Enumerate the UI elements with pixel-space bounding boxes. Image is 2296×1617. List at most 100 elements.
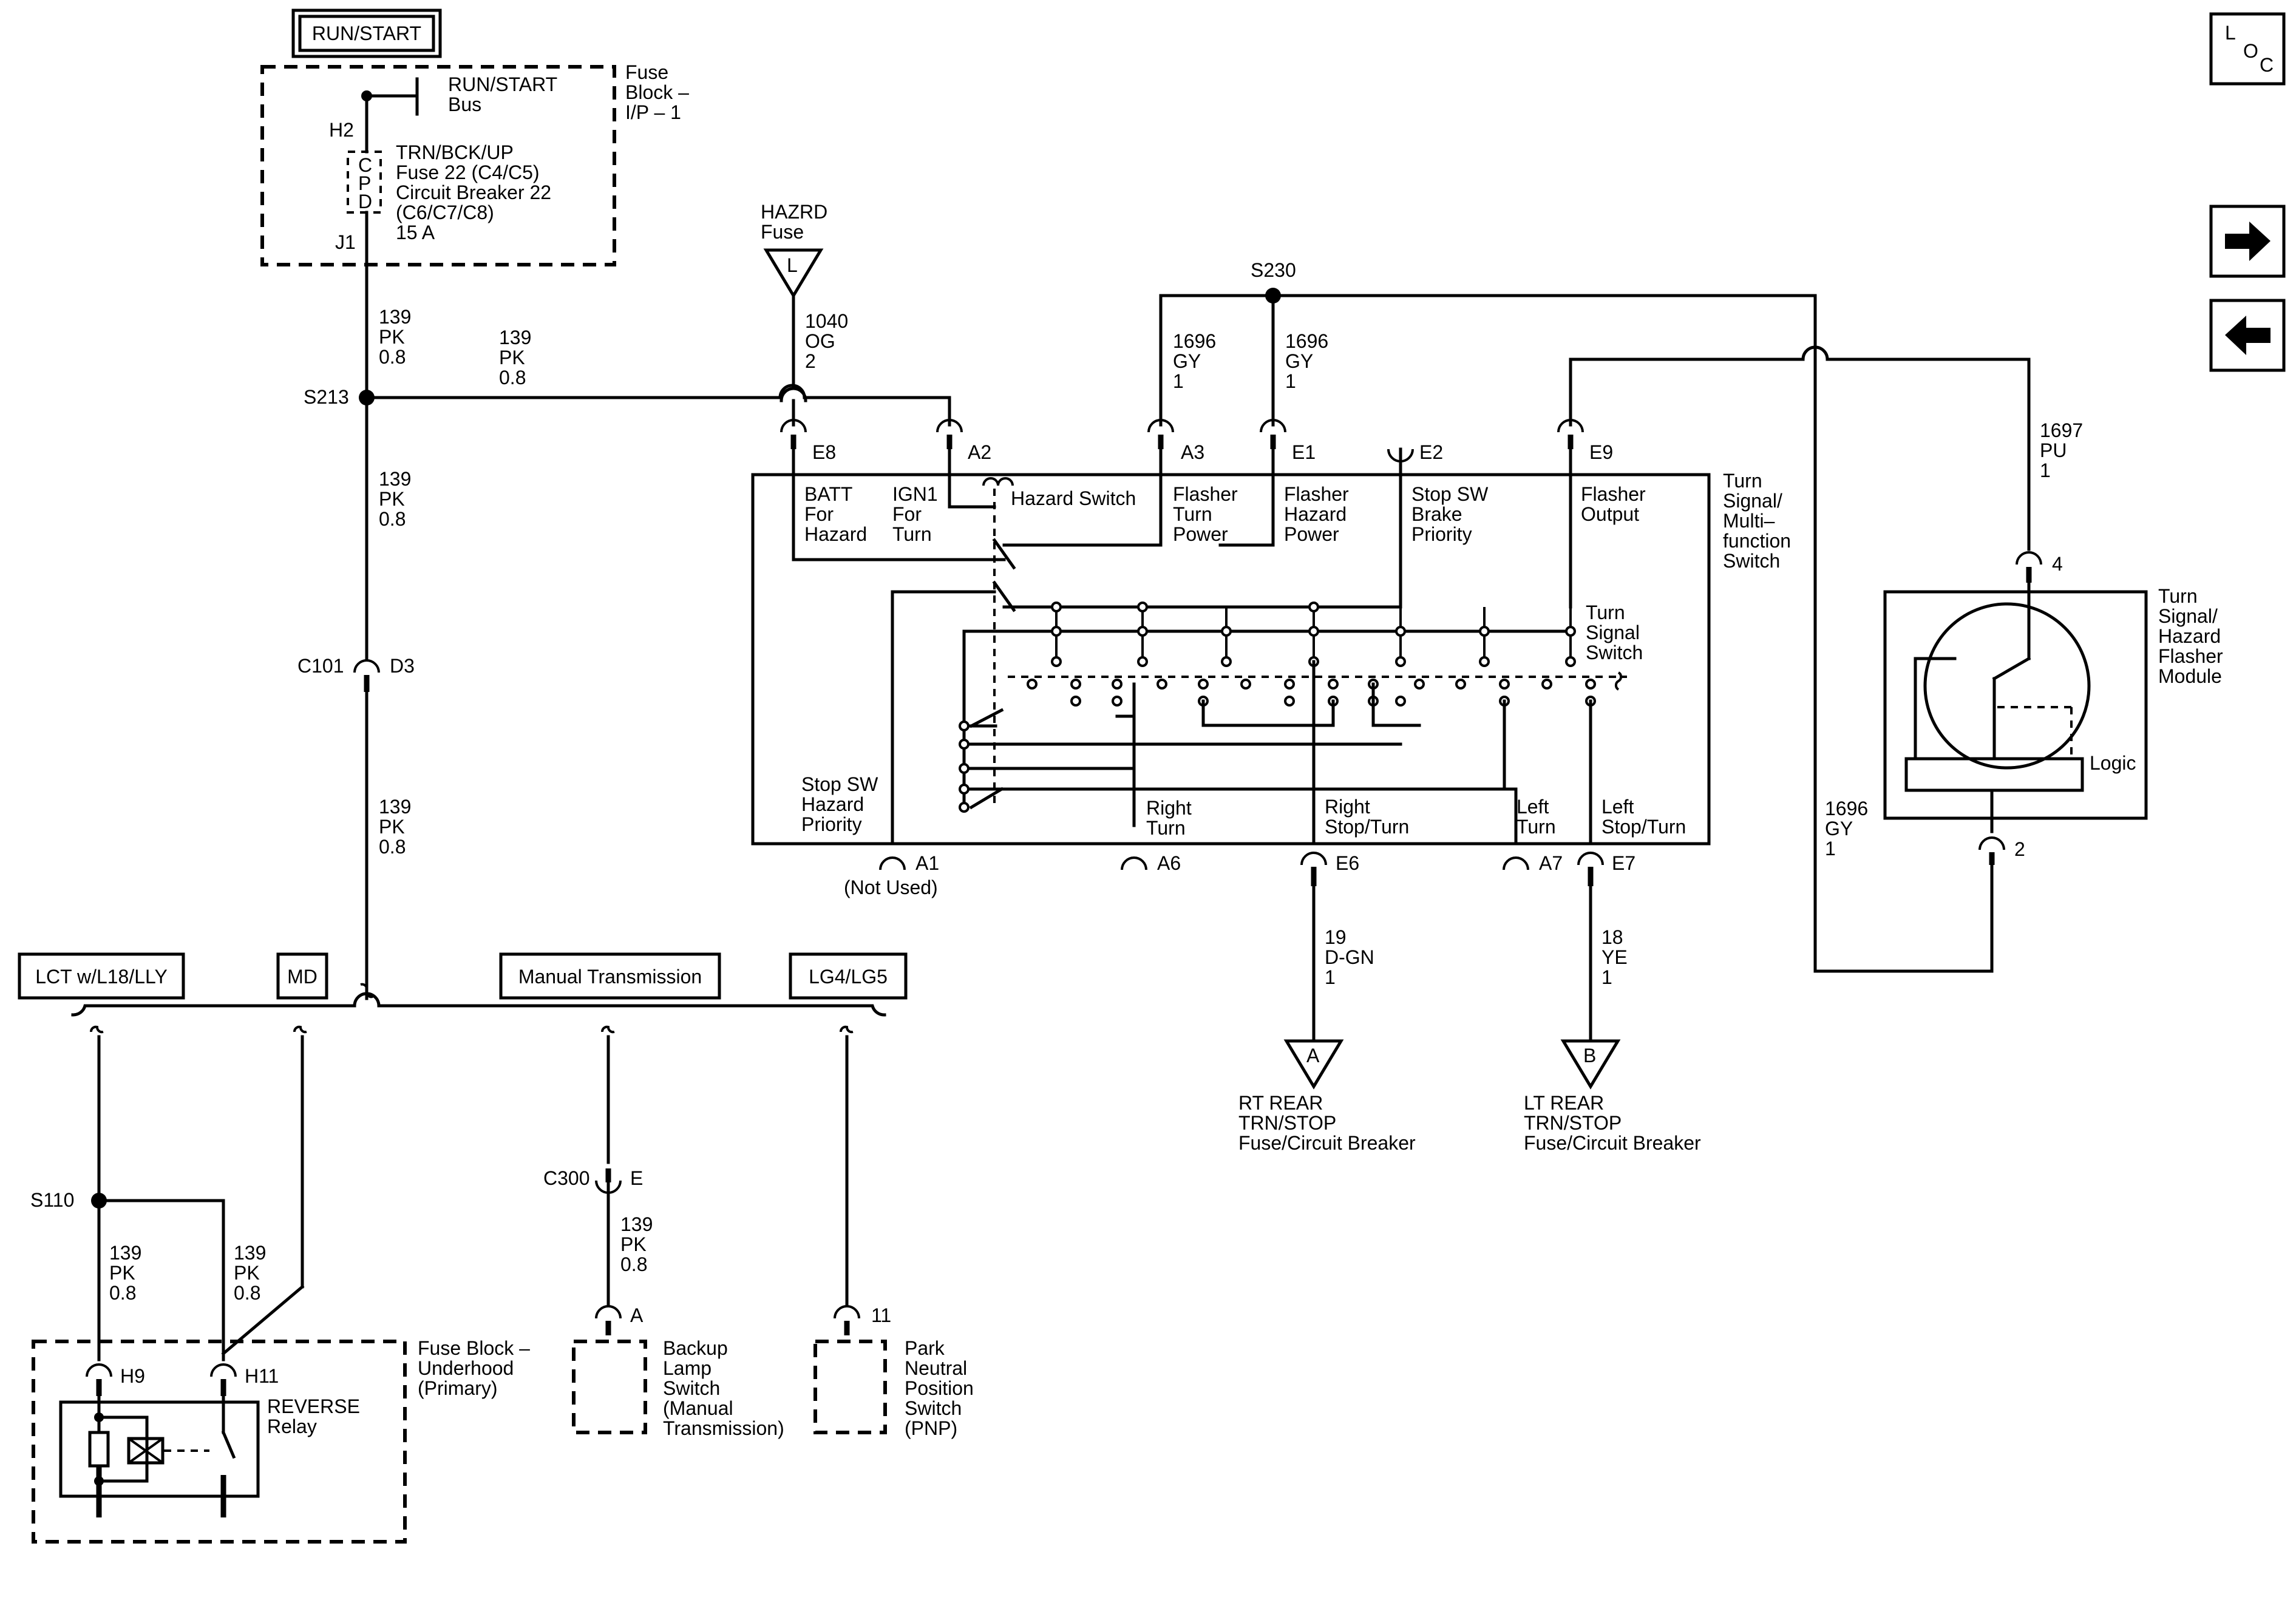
svg-text:C101: C101 — [297, 655, 344, 677]
svg-text:Stop/Turn: Stop/Turn — [1601, 816, 1686, 838]
svg-text:Turn: Turn — [1517, 816, 1556, 838]
svg-text:OG: OG — [805, 330, 835, 352]
svg-text:J1: J1 — [335, 231, 356, 253]
svg-text:Switch: Switch — [1723, 550, 1780, 572]
svg-text:1696: 1696 — [1285, 330, 1328, 352]
svg-text:Fuse 22 (C4/C5): Fuse 22 (C4/C5) — [396, 161, 540, 183]
svg-text:0.8: 0.8 — [234, 1282, 260, 1304]
svg-text:0.8: 0.8 — [379, 346, 406, 368]
svg-text:Relay: Relay — [267, 1415, 317, 1437]
wire-label-139-d: 139 PK 0.8 — [379, 796, 411, 858]
option-md-label: MD — [287, 966, 318, 988]
arrow-left-icon — [2225, 316, 2271, 355]
svg-text:Flasher: Flasher — [1581, 483, 1646, 505]
svg-text:PK: PK — [499, 347, 525, 368]
svg-text:TRN/BCK/UP: TRN/BCK/UP — [396, 141, 514, 163]
svg-text:139: 139 — [620, 1213, 653, 1235]
svg-text:Backup: Backup — [663, 1337, 728, 1359]
svg-text:Output: Output — [1581, 503, 1639, 525]
run-start-title-box: RUN/START — [291, 8, 442, 58]
svg-text:E1: E1 — [1292, 441, 1316, 463]
svg-text:B: B — [1583, 1045, 1596, 1066]
wire-label-1696-c: 1696 GY 1 — [1825, 798, 1868, 859]
svg-text:A3: A3 — [1181, 441, 1204, 463]
svg-text:Brake: Brake — [1411, 503, 1462, 525]
wire-label-139-a: 139 PK 0.8 — [379, 306, 411, 368]
next-page-button[interactable] — [2209, 205, 2286, 278]
svg-text:1: 1 — [2040, 459, 2051, 481]
wire-label-19: 19 D-GN 1 — [1325, 926, 1374, 988]
svg-text:1: 1 — [1601, 966, 1612, 988]
svg-text:Turn: Turn — [892, 523, 932, 545]
svg-text:(PNP): (PNP) — [905, 1417, 957, 1439]
output-a-rt-rear: A RT REAR TRN/STOP Fuse/Circuit Breaker — [1238, 1039, 1416, 1154]
svg-text:Flasher: Flasher — [1173, 483, 1238, 505]
turn-signal-hazard-flasher-module: Turn Signal/ Hazard Flasher Module 4 Log… — [1883, 551, 2223, 865]
svg-text:E9: E9 — [1589, 441, 1613, 463]
svg-text:1696: 1696 — [1173, 330, 1216, 352]
splice-s230-label: S230 — [1251, 259, 1296, 281]
svg-text:0.8: 0.8 — [620, 1253, 647, 1275]
svg-text:Left: Left — [1517, 796, 1549, 818]
wire-label-1696-a: 1696 GY 1 — [1173, 330, 1216, 392]
svg-text:Multi–: Multi– — [1723, 510, 1775, 532]
wire-label-139-b: 139 PK 0.8 — [499, 327, 531, 388]
wire-label-1696-b: 1696 GY 1 — [1285, 330, 1328, 392]
run-start-title: RUN/START — [312, 22, 421, 44]
svg-text:HAZRD: HAZRD — [761, 201, 827, 223]
svg-text:0.8: 0.8 — [499, 367, 526, 388]
svg-text:Stop SW: Stop SW — [801, 773, 878, 795]
svg-text:Priority: Priority — [801, 813, 862, 835]
svg-text:Bus: Bus — [448, 93, 481, 115]
connector-c300: C300 E — [543, 1167, 643, 1194]
svg-text:139: 139 — [379, 468, 411, 490]
wire-label-139-c: 139 PK 0.8 — [379, 468, 411, 530]
svg-text:Right: Right — [1325, 796, 1370, 818]
svg-text:TRN/STOP: TRN/STOP — [1238, 1112, 1336, 1134]
option-manual-label: Manual Transmission — [518, 966, 702, 988]
svg-text:A: A — [1306, 1045, 1320, 1066]
svg-text:GY: GY — [1285, 350, 1313, 372]
not-used-label: (Not Used) — [844, 876, 938, 898]
splice-s213-label: S213 — [304, 386, 349, 408]
wire-label-1697: 1697 PU 1 — [2040, 419, 2083, 481]
loc-button[interactable]: L O C — [2209, 12, 2286, 86]
wire-label-139-s110-right: 139 PK 0.8 — [234, 1242, 266, 1304]
svg-text:L: L — [787, 254, 798, 276]
fuse-block-ip: Fuse Block – I/P – 1 RUN/START Bus H2 J1… — [260, 61, 689, 266]
svg-text:2: 2 — [2014, 838, 2025, 860]
svg-text:D: D — [358, 191, 372, 212]
svg-text:Park: Park — [905, 1337, 945, 1359]
svg-text:139: 139 — [379, 796, 411, 818]
svg-text:PU: PU — [2040, 439, 2067, 461]
svg-text:Turn: Turn — [1173, 503, 1212, 525]
svg-text:Switch: Switch — [1586, 642, 1643, 663]
svg-text:Block –: Block – — [625, 81, 689, 103]
svg-text:Right: Right — [1146, 797, 1192, 819]
option-bus: LCT w/L18/LLY MD Manual Transmission LG4… — [18, 952, 908, 1034]
svg-text:18: 18 — [1601, 926, 1623, 948]
option-lct-label: LCT w/L18/LLY — [35, 966, 168, 988]
svg-text:Power: Power — [1173, 523, 1228, 545]
svg-text:Turn: Turn — [1586, 602, 1625, 623]
svg-text:GY: GY — [1173, 350, 1201, 372]
svg-text:IGN1: IGN1 — [892, 483, 938, 505]
svg-text:For: For — [804, 503, 834, 525]
svg-text:H9: H9 — [120, 1365, 145, 1387]
svg-text:Transmission): Transmission) — [663, 1417, 784, 1439]
svg-text:Power: Power — [1284, 523, 1339, 545]
svg-text:Turn: Turn — [1146, 817, 1186, 839]
prev-page-button[interactable] — [2209, 299, 2286, 372]
svg-text:O: O — [2243, 40, 2258, 62]
wire-label-18: 18 YE 1 — [1601, 926, 1628, 988]
svg-text:PK: PK — [379, 326, 405, 348]
wire-label-139-s110-left: 139 PK 0.8 — [109, 1242, 141, 1304]
svg-text:A2: A2 — [968, 441, 991, 463]
svg-text:E6: E6 — [1336, 852, 1359, 874]
svg-text:Left: Left — [1601, 796, 1634, 818]
svg-text:1696: 1696 — [1825, 798, 1868, 819]
svg-text:(C6/C7/C8): (C6/C7/C8) — [396, 202, 494, 223]
hazard-switch-label: Hazard Switch — [1011, 487, 1136, 509]
svg-text:1: 1 — [1325, 966, 1336, 988]
svg-text:PK: PK — [379, 816, 405, 838]
